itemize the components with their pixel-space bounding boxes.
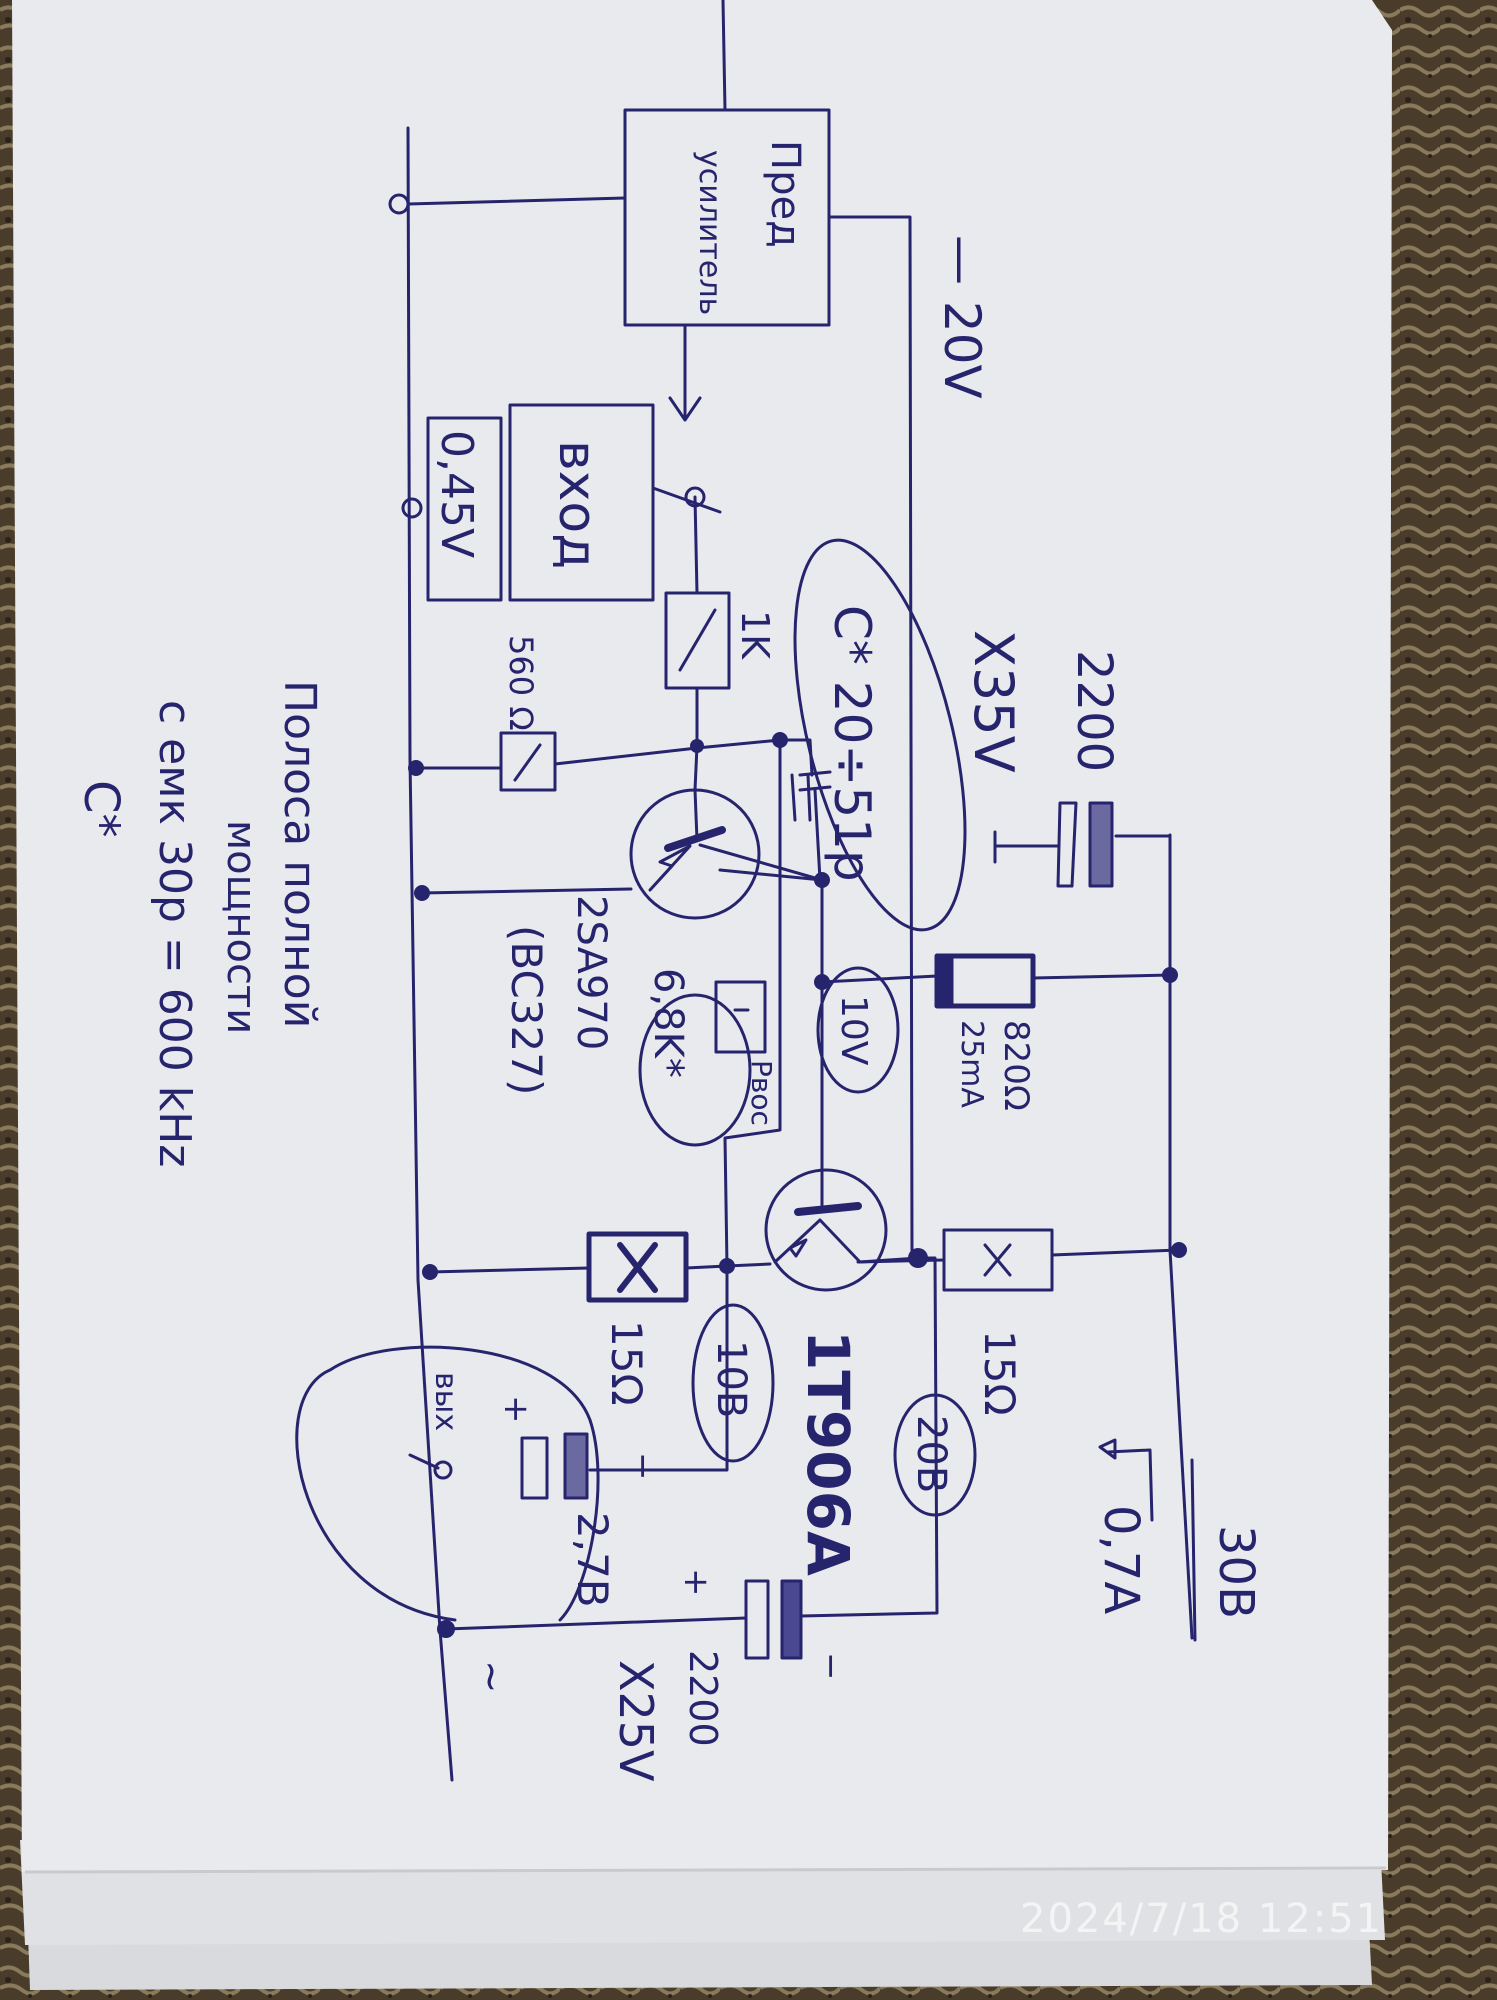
preamp-block xyxy=(623,108,831,327)
resistor-15-left xyxy=(586,1231,689,1303)
r-feedback-name: Pвос xyxy=(745,1060,778,1126)
transistor-1t906a-symbol xyxy=(764,1168,920,1292)
photo-timestamp: 2024/7/18 12:51 xyxy=(1020,1896,1383,1942)
voltage-10v-ellipse xyxy=(816,966,900,1094)
input-block xyxy=(508,403,655,602)
current-label: 0,7A xyxy=(1093,1505,1149,1614)
supply-rail-end xyxy=(1190,1458,1197,1642)
cap-top-voltage: X35V xyxy=(962,630,1025,773)
output-circle xyxy=(295,1345,600,1622)
paper-edge xyxy=(24,1866,1387,1874)
capacitor-2200-25v xyxy=(744,1579,803,1660)
q1-alt: (BC327) xyxy=(502,925,551,1095)
v-mid-left: 10В xyxy=(708,1340,754,1418)
note-line-4: C* xyxy=(73,780,129,838)
v-q1-collector: 10V xyxy=(833,995,874,1066)
resistor-1k xyxy=(664,591,731,690)
transistor-2sa970-symbol xyxy=(629,788,824,920)
r-input-label: 1K xyxy=(733,610,777,660)
r-collector-label: 820Ω xyxy=(996,1020,1036,1111)
capacitor-c-star xyxy=(790,773,812,822)
minus-mark: − xyxy=(623,1452,663,1481)
current-arrow xyxy=(1098,1438,1154,1522)
r-emitter-right-label: 15Ω xyxy=(975,1330,1024,1416)
note-line-1: Полоса полной xyxy=(274,680,325,1028)
cap-bottom-voltage: X25V xyxy=(609,1660,663,1782)
resistor-560 xyxy=(499,731,557,792)
plus-mark: + xyxy=(676,1568,716,1597)
preamp-label-2: усилитель xyxy=(692,150,727,315)
plus-mark: + xyxy=(496,1395,536,1424)
q1-name: 2SA970 xyxy=(568,895,614,1050)
i-collector-label: 25mA xyxy=(954,1020,989,1108)
output-capacitor xyxy=(520,1432,589,1500)
supply-neg-label: — 20V xyxy=(933,235,991,399)
r-feedback-label: 6,8K* xyxy=(645,968,691,1078)
r-bias-label: 560 Ω xyxy=(502,635,540,731)
ac-mark: ~ xyxy=(468,1660,514,1694)
paper-sheet xyxy=(12,0,1392,1872)
resistor-15-right xyxy=(942,1228,1054,1292)
note-line-3: с емк 30р = 600 kHz xyxy=(149,700,200,1167)
c-star-highlight-ellipse xyxy=(793,538,967,932)
input-voltage: 0,45V xyxy=(431,430,482,558)
input-label: вход xyxy=(547,440,607,569)
voltage-10b-ellipse xyxy=(691,1303,775,1463)
r-emitter-left-label: 15Ω xyxy=(602,1320,651,1406)
c-star-label: C* 20÷51p xyxy=(823,605,881,882)
supply-pos-label: 30В xyxy=(1208,1525,1264,1619)
feedback-ellipse xyxy=(638,993,752,1147)
output-label: вых xyxy=(428,1372,463,1431)
junction-dots xyxy=(388,193,1187,1638)
resistor-6k8 xyxy=(714,980,767,1054)
v-mid-right: 20В xyxy=(908,1415,954,1493)
q2-name: 1T906A xyxy=(794,1330,862,1576)
cap-bottom-value: 2200 xyxy=(681,1650,725,1747)
note-line-2: мощности xyxy=(218,820,264,1034)
capacitor-2200-35v xyxy=(1056,801,1114,888)
cap-top-value: 2200 xyxy=(1066,650,1122,772)
minus-mark: − xyxy=(811,1652,851,1681)
input-voltage-box xyxy=(426,416,503,602)
voltage-20b-ellipse xyxy=(893,1393,977,1517)
output-voltage: 2,7В xyxy=(568,1512,617,1608)
preamp-label-1: Пред xyxy=(762,140,808,248)
resistor-820 xyxy=(934,953,1036,1009)
